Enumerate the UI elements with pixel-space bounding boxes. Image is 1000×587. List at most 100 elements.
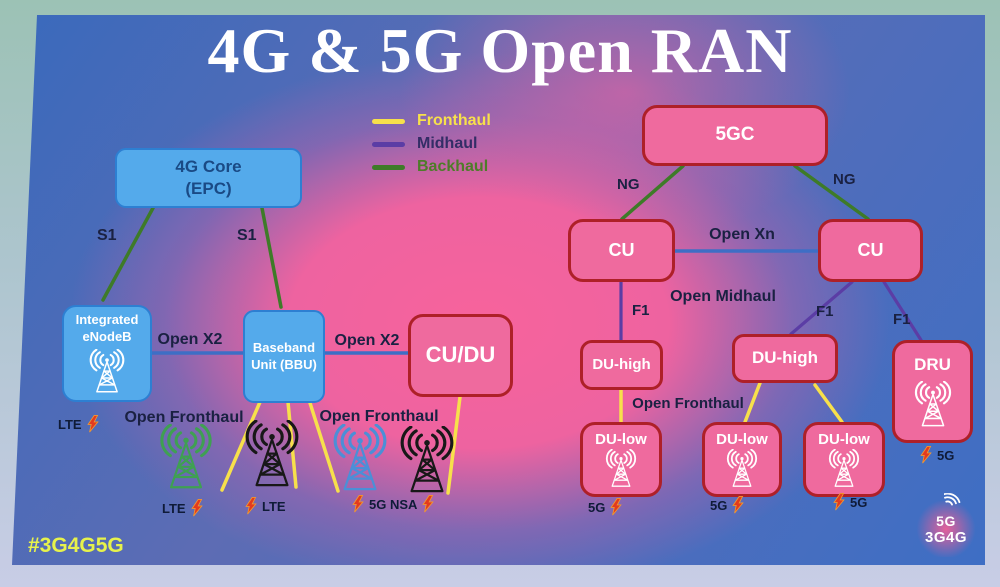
lightning-bolt-icon [245, 497, 257, 515]
lightning-bolt-icon [833, 493, 845, 511]
backhaul-s1-left-line [101, 206, 155, 302]
node-4g-core: 4G Core (EPC) [115, 148, 302, 208]
cell-tower-icon [84, 349, 130, 395]
tag-5g-dru: 5G [920, 446, 954, 464]
tag-5g-du-low-2: 5G [710, 496, 744, 514]
link-label-ng-left: NG [617, 176, 640, 193]
node-label: (EPC) [185, 179, 232, 198]
node-label: DU-high [751, 348, 819, 368]
tag-5g-du-low-3: 5G [833, 493, 867, 511]
node-label: eNodeB [82, 329, 132, 344]
node-bbu: Baseband Unit (BBU) [243, 310, 325, 403]
lightning-bolt-icon [610, 498, 622, 516]
link-label-f1-mid: F1 [816, 303, 834, 320]
node-label: 5GC [715, 124, 755, 146]
node-dru: DRU [892, 340, 973, 443]
fronthaul-duhigh-dulow3-line [813, 383, 844, 424]
link-label-open-midhaul: Open Midhaul [670, 288, 776, 305]
link-label-open-xn: Open Xn [709, 226, 775, 243]
legend-label: Backhaul [417, 158, 489, 175]
lightning-bolt-icon [920, 446, 932, 464]
legend-label: Midhaul [417, 135, 478, 152]
tag-lte-enodeb: LTE [58, 415, 99, 433]
node-label: Integrated [75, 312, 139, 328]
node-label: CU [857, 239, 884, 260]
link-label-f1-right: F1 [893, 311, 911, 328]
cell-tower-icon [601, 449, 641, 489]
node-label: DRU [914, 355, 951, 375]
tag-5g-du-low-1: 5G [588, 498, 622, 516]
node-label: Baseband [252, 339, 316, 355]
link-label-ng-right: NG [833, 171, 856, 188]
link-label-s1-right: S1 [237, 227, 257, 244]
fronthaul-duhigh-dulow2-line [743, 381, 762, 424]
fronthaul-line-swatch [372, 118, 405, 124]
logo-5g-text: 5G [936, 512, 956, 529]
tag-label: 5G [710, 497, 728, 513]
page-title: 4G & 5G Open RAN [207, 15, 793, 86]
node-label: Unit (BBU) [251, 356, 317, 372]
tag-label: LTE [58, 416, 82, 432]
lightning-bolt-icon [422, 495, 434, 513]
node-du-low-1: DU-low [580, 422, 662, 497]
midhaul-f1-mid-line [789, 280, 854, 336]
signal-swoosh-icon [944, 493, 966, 508]
logo-3g4g-text: 3G4G [924, 528, 968, 546]
backhaul-ng-left-line [620, 164, 685, 221]
legend-label: Fronthaul [417, 112, 491, 129]
backhaul-s1-right-line [260, 206, 283, 309]
cell-tower-icon [152, 421, 220, 500]
hashtag: #3G4G5G [28, 534, 124, 557]
midhaul-f1-right-line [882, 280, 923, 342]
lightning-bolt-icon [191, 499, 203, 517]
node-label: DU-low [595, 430, 647, 448]
legend-item-fronthaul: Fronthaul [372, 111, 491, 131]
link-label-f1-left: F1 [632, 302, 650, 319]
cell-tower-icon [237, 419, 307, 496]
tag-label: 5G [850, 494, 868, 510]
node-5gc: 5GC [642, 105, 828, 166]
cell-tower-icon [722, 449, 762, 489]
link-label-s1-left: S1 [97, 227, 117, 244]
node-du-low-3: DU-low [803, 422, 885, 497]
link-label-open-fronthaul-mid: Open Fronthaul [319, 408, 439, 425]
tag-label: 5G NSA [369, 496, 418, 512]
node-cu-du: CU/DU [408, 314, 513, 397]
node-label: DU-high [592, 356, 651, 374]
fronthaul-bbu-tower2-line [286, 400, 298, 489]
node-label: DU-low [716, 430, 768, 448]
midhaul-line-swatch [372, 141, 405, 147]
lightning-bolt-icon [87, 415, 99, 433]
cell-tower-icon [325, 422, 395, 501]
fronthaul-cudu-tower4-line [446, 395, 462, 495]
node-cu-left: CU [568, 219, 675, 282]
tag-label: 5G [588, 499, 606, 515]
link-label-open-fronthaul-left: Open Fronthaul [124, 409, 244, 426]
link-label-open-x2-left: Open X2 [157, 331, 223, 348]
tag-label: LTE [262, 498, 286, 514]
fronthaul-bbu-tower3-line [308, 401, 340, 493]
node-label: CU/DU [425, 342, 496, 368]
cell-tower-icon [824, 449, 864, 489]
node-cu-right: CU [818, 219, 923, 282]
backhaul-ng-right-line [793, 164, 870, 221]
node-du-low-2: DU-low [702, 422, 782, 497]
node-label: CU [608, 239, 635, 260]
node-integrated-enodeb: Integrated eNodeB [62, 305, 152, 402]
legend-item-midhaul: Midhaul [372, 134, 491, 154]
fronthaul-bbu-tower1-line [220, 400, 262, 492]
tag-lte-tower-green: LTE [162, 499, 203, 517]
tag-lte-tower-black: LTE [245, 497, 286, 515]
tag-label: 5G [937, 447, 955, 463]
link-label-open-fronthaul-right: Open Fronthaul [632, 395, 744, 412]
legend: Fronthaul Midhaul Backhaul [372, 111, 491, 177]
node-label: 4G Core [175, 156, 242, 176]
3g4g-logo: 5G 3G4G [916, 501, 976, 557]
legend-item-backhaul: Backhaul [372, 157, 491, 177]
lightning-bolt-icon [352, 495, 364, 513]
tag-5g-nsa: 5G NSA [352, 495, 434, 513]
link-label-open-x2-right: Open X2 [334, 332, 400, 349]
lightning-bolt-icon [732, 496, 744, 514]
